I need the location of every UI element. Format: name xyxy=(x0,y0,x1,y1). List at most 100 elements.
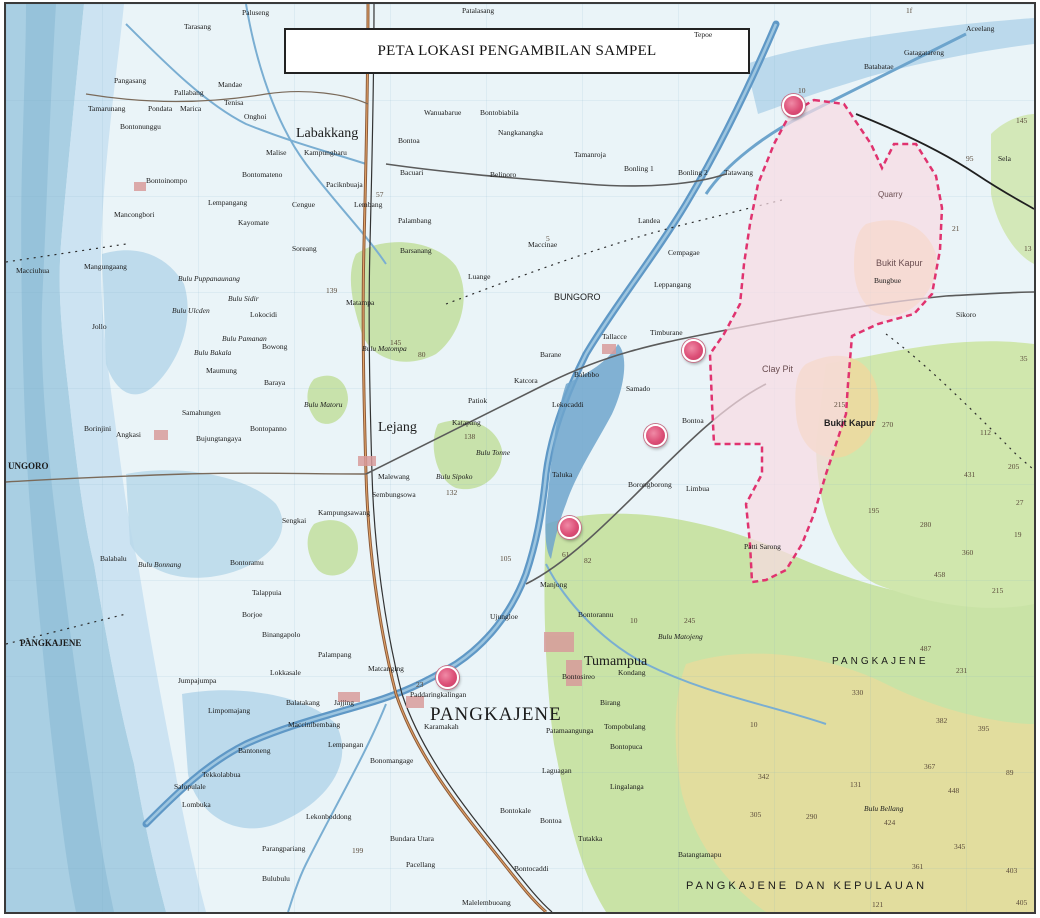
place-label: Bonomangage xyxy=(370,756,414,765)
elevation-label: 424 xyxy=(884,818,896,827)
place-label: Tamanroja xyxy=(574,150,606,159)
elevation-label: 382 xyxy=(936,716,948,725)
place-label: Bontopuca xyxy=(610,742,643,751)
place-label: Jajjing xyxy=(334,698,354,707)
place-label: Limbua xyxy=(686,484,710,493)
elevation-label: 205 xyxy=(1008,462,1020,471)
place-label: Paciknbuaja xyxy=(326,180,363,189)
place-label: Jumpajumpa xyxy=(178,676,217,685)
elevation-label: 458 xyxy=(934,570,946,579)
town-block xyxy=(338,692,360,702)
place-label: Cempagae xyxy=(668,248,700,257)
elevation-label: 215 xyxy=(992,586,1004,595)
place-label: Salopulale xyxy=(174,782,206,791)
place-label: Patiok xyxy=(468,396,488,405)
elevation-label: 13 xyxy=(1024,244,1032,253)
place-label: Tamarunang xyxy=(88,104,126,113)
road-northwest xyxy=(85,91,369,105)
elevation-label: 431 xyxy=(964,470,976,479)
place-label: Bowong xyxy=(262,342,288,351)
place-label: Bulu Bonnang xyxy=(138,560,182,569)
place-label: Matcanging xyxy=(368,664,404,673)
place-label: Tepoe xyxy=(694,30,713,39)
elevation-label: 395 xyxy=(978,724,990,733)
town-block xyxy=(544,632,574,652)
place-label: Patamaangunga xyxy=(546,726,594,735)
elevation-label: 360 xyxy=(962,548,974,557)
elevation-label: 270 xyxy=(882,420,894,429)
place-label: Lembang xyxy=(354,200,383,209)
place-label: Aceelang xyxy=(966,24,995,33)
place-label: Bantoneng xyxy=(238,746,271,755)
sample-point-1[interactable] xyxy=(782,94,805,117)
place-label: Cengue xyxy=(292,200,315,209)
place-label: Katapang xyxy=(452,418,481,427)
elevation-label: 1f xyxy=(906,6,913,15)
place-label: Bulu Ulcden xyxy=(172,306,210,315)
elevation-label: 367 xyxy=(924,762,936,771)
place-label: Katcora xyxy=(514,376,538,385)
elevation-label: 112 xyxy=(980,428,991,437)
place-label: Timburane xyxy=(650,328,683,337)
place-label: Bulu Bellang xyxy=(864,804,904,813)
elevation-label: 5 xyxy=(546,234,550,243)
elevation-label: 21 xyxy=(952,224,960,233)
place-label: Binangapolo xyxy=(262,630,301,639)
road-ne-black xyxy=(855,113,1034,210)
place-label: Baraya xyxy=(264,378,286,387)
elevation-label: 35 xyxy=(1020,354,1028,363)
place-label: Bulu Puppanaunang xyxy=(178,274,240,283)
place-label: Bontorannu xyxy=(578,610,614,619)
road-main-north-south-inner xyxy=(362,4,547,912)
place-label: Mandae xyxy=(218,80,243,89)
place-label: Bulu Matojeng xyxy=(658,632,703,641)
place-label: Taluka xyxy=(552,470,573,479)
place-label: Ujungloe xyxy=(490,612,518,621)
label-clay-pit: Clay Pit xyxy=(762,364,794,374)
town-tumampua: Tumampua xyxy=(584,654,648,669)
place-label: Lempangang xyxy=(208,198,248,207)
place-label: Borinjini xyxy=(84,424,112,433)
place-label: Bungbue xyxy=(874,276,902,285)
place-label: Lekocaddi xyxy=(552,400,584,409)
town-bungoro: BUNGORO xyxy=(554,292,601,302)
place-label: Sengkai xyxy=(282,516,307,525)
elevation-label: 195 xyxy=(868,506,880,515)
boundary-line-4 xyxy=(885,333,1034,471)
sample-point-5[interactable] xyxy=(436,666,459,689)
place-label: Bacuari xyxy=(400,168,424,177)
place-label: Bontoa xyxy=(682,416,704,425)
place-label: Parangpariang xyxy=(262,844,306,853)
elevation-label: 19 xyxy=(1014,530,1022,539)
map-frame: PETA LOKASI PENGAMBILAN SAMPEL Quarry Cl… xyxy=(4,2,1036,914)
place-label: Lempangan xyxy=(328,740,364,749)
region-bungoro-west: UNGORO xyxy=(8,461,49,471)
elevation-label: 448 xyxy=(948,786,960,795)
elevation-label: 215 xyxy=(834,400,846,409)
elevation-label: 10 xyxy=(750,720,758,729)
study-area-boundary xyxy=(708,98,944,584)
elevation-label: 139 xyxy=(326,286,338,295)
elevation-label: 231 xyxy=(956,666,968,675)
label-bukit-kapur-2: Bukit Kapur xyxy=(824,418,876,428)
town-block xyxy=(406,696,424,708)
place-label: Barsanang xyxy=(400,246,432,255)
sample-point-3[interactable] xyxy=(644,424,667,447)
elevation-label: 132 xyxy=(446,488,458,497)
place-label: Belinoro xyxy=(490,170,517,179)
elevation-label: 131 xyxy=(850,780,862,789)
place-label: Onghoi xyxy=(244,112,267,121)
place-label: Talappuia xyxy=(252,588,282,597)
sample-point-2[interactable] xyxy=(682,339,705,362)
elevation-label: 105 xyxy=(500,554,512,563)
place-label: Pacellang xyxy=(406,860,436,869)
place-label: Kampungbaru xyxy=(304,148,347,157)
town-block xyxy=(134,182,146,191)
place-label: Bontoinompo xyxy=(146,176,188,185)
elevation-label: 95 xyxy=(966,154,974,163)
label-quarry: Quarry xyxy=(878,190,903,199)
road-east-north xyxy=(385,163,727,187)
place-label: Patti Sarong xyxy=(744,542,781,551)
sample-point-4[interactable] xyxy=(558,516,581,539)
place-label: Laguagan xyxy=(542,766,572,775)
